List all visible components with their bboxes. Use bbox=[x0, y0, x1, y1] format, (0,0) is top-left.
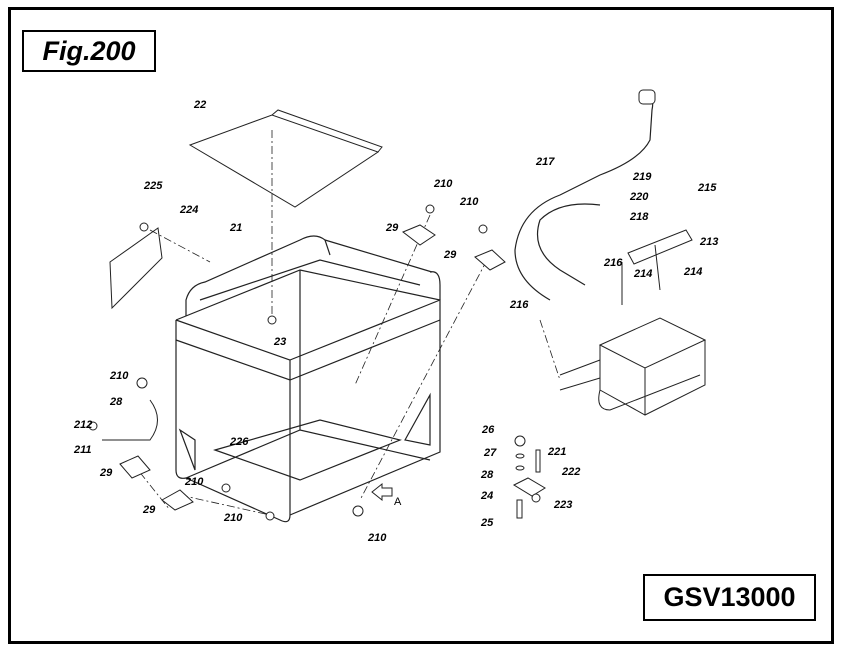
callout-label: 225 bbox=[144, 180, 163, 192]
callout-label: 226 bbox=[230, 436, 249, 448]
top-cover-part bbox=[188, 114, 380, 208]
callout-label: 210 bbox=[185, 476, 204, 488]
callout-label: 216 bbox=[604, 257, 623, 269]
mount-brackets bbox=[88, 204, 506, 521]
view-arrow-a-icon bbox=[371, 482, 393, 502]
callout-label: 25 bbox=[481, 517, 494, 529]
view-direction-label: A bbox=[394, 496, 402, 508]
callout-label: 21 bbox=[230, 222, 243, 234]
callout-label: 217 bbox=[536, 156, 555, 168]
callout-label: 28 bbox=[481, 469, 494, 481]
callout-label: 221 bbox=[548, 446, 567, 458]
callout-label: 224 bbox=[180, 204, 199, 216]
battery-hold-bar-part bbox=[627, 229, 693, 265]
callout-label: 22 bbox=[194, 99, 207, 111]
callout-label: 23 bbox=[274, 336, 287, 348]
callout-label: 216 bbox=[510, 299, 529, 311]
callout-label: 210 bbox=[110, 370, 129, 382]
callout-label: 215 bbox=[698, 182, 717, 194]
callout-label: 218 bbox=[630, 211, 649, 223]
callout-label: 213 bbox=[700, 236, 719, 248]
callout-label: 28 bbox=[110, 396, 123, 408]
callout-label: 214 bbox=[634, 268, 653, 280]
callout-label: 24 bbox=[481, 490, 494, 502]
callout-label: 29 bbox=[386, 222, 399, 234]
callout-label: 29 bbox=[143, 504, 156, 516]
callout-label: 29 bbox=[100, 467, 113, 479]
callout-label: 222 bbox=[562, 466, 581, 478]
callout-label: 214 bbox=[684, 266, 703, 278]
callout-label: 27 bbox=[484, 447, 497, 459]
engine-mount-parts bbox=[512, 435, 546, 519]
callout-label: 212 bbox=[74, 419, 93, 431]
callout-label: 219 bbox=[633, 171, 652, 183]
callout-label: 211 bbox=[74, 444, 92, 456]
diagram-border bbox=[8, 7, 834, 644]
callout-label: 210 bbox=[368, 532, 387, 544]
callout-label: 210 bbox=[224, 512, 243, 524]
callout-label: 210 bbox=[434, 178, 453, 190]
callout-label: 220 bbox=[630, 191, 649, 203]
callout-label: 210 bbox=[460, 196, 479, 208]
figure-label: Fig.200 bbox=[22, 30, 156, 72]
battery-cable-part bbox=[514, 98, 654, 301]
main-frame-part bbox=[175, 235, 441, 523]
callout-label: 29 bbox=[444, 249, 457, 261]
callout-label: 223 bbox=[554, 499, 573, 511]
callout-label: 26 bbox=[482, 424, 495, 436]
battery-part bbox=[559, 317, 707, 416]
side-panel-part bbox=[109, 227, 163, 310]
model-label: GSV13000 bbox=[643, 574, 816, 621]
